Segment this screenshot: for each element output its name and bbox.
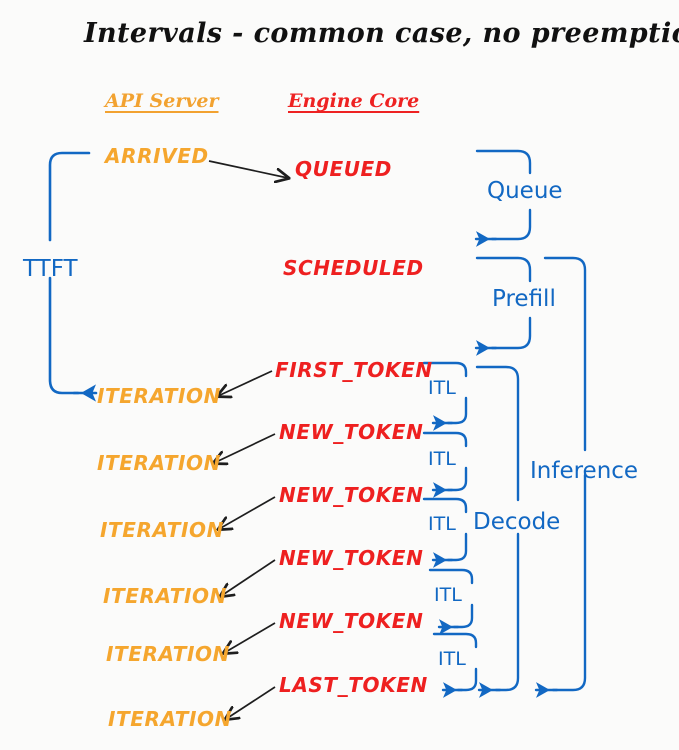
- state-iteration-5: ITERATION: [106, 642, 230, 666]
- state-new-token-4: NEW_TOKEN: [279, 609, 424, 633]
- state-first-token: FIRST_TOKEN: [275, 358, 433, 382]
- state-iteration-2: ITERATION: [97, 451, 221, 475]
- metric-label-itl-1: ITL: [428, 377, 456, 399]
- state-iteration-6: ITERATION: [108, 707, 232, 731]
- arrow-first-token-to-iteration: [218, 370, 273, 396]
- arrow-new-token-to-iteration-2: [219, 496, 276, 529]
- arrow-new-token-to-iteration-1: [214, 433, 276, 463]
- metric-label-prefill: Prefill: [492, 286, 556, 312]
- state-new-token-3: NEW_TOKEN: [279, 546, 424, 570]
- state-iteration-1: ITERATION: [97, 384, 221, 408]
- metric-label-inference: Inference: [530, 458, 639, 484]
- page-title: Intervals - common case, no preemptions: [84, 18, 679, 49]
- state-iteration-3: ITERATION: [100, 518, 224, 542]
- metric-label-decode: Decode: [473, 509, 561, 535]
- metric-label-itl-4: ITL: [434, 584, 462, 606]
- state-iteration-4: ITERATION: [103, 584, 227, 608]
- arrow-new-token-to-iteration-4: [224, 622, 276, 653]
- state-new-token-1: NEW_TOKEN: [279, 420, 424, 444]
- state-last-token: LAST_TOKEN: [279, 673, 428, 697]
- metric-label-itl-2: ITL: [428, 448, 456, 470]
- metric-label-itl-5: ITL: [438, 648, 466, 670]
- arrow-new-token-to-iteration-3: [221, 559, 276, 596]
- state-queued: QUEUED: [295, 157, 393, 181]
- state-new-token-2: NEW_TOKEN: [279, 483, 424, 507]
- state-arrived: ARRIVED: [105, 144, 209, 168]
- state-scheduled: SCHEDULED: [283, 256, 424, 280]
- arrow-arrived-to-queued: [208, 160, 288, 178]
- column-header-api-server: API Server: [105, 90, 219, 112]
- metric-label-queue: Queue: [487, 178, 563, 204]
- metric-label-itl-3: ITL: [428, 513, 456, 535]
- column-header-engine-core: Engine Core: [288, 90, 420, 112]
- arrow-last-token-to-iteration: [226, 686, 276, 719]
- metric-label-ttft: TTFT: [23, 256, 78, 282]
